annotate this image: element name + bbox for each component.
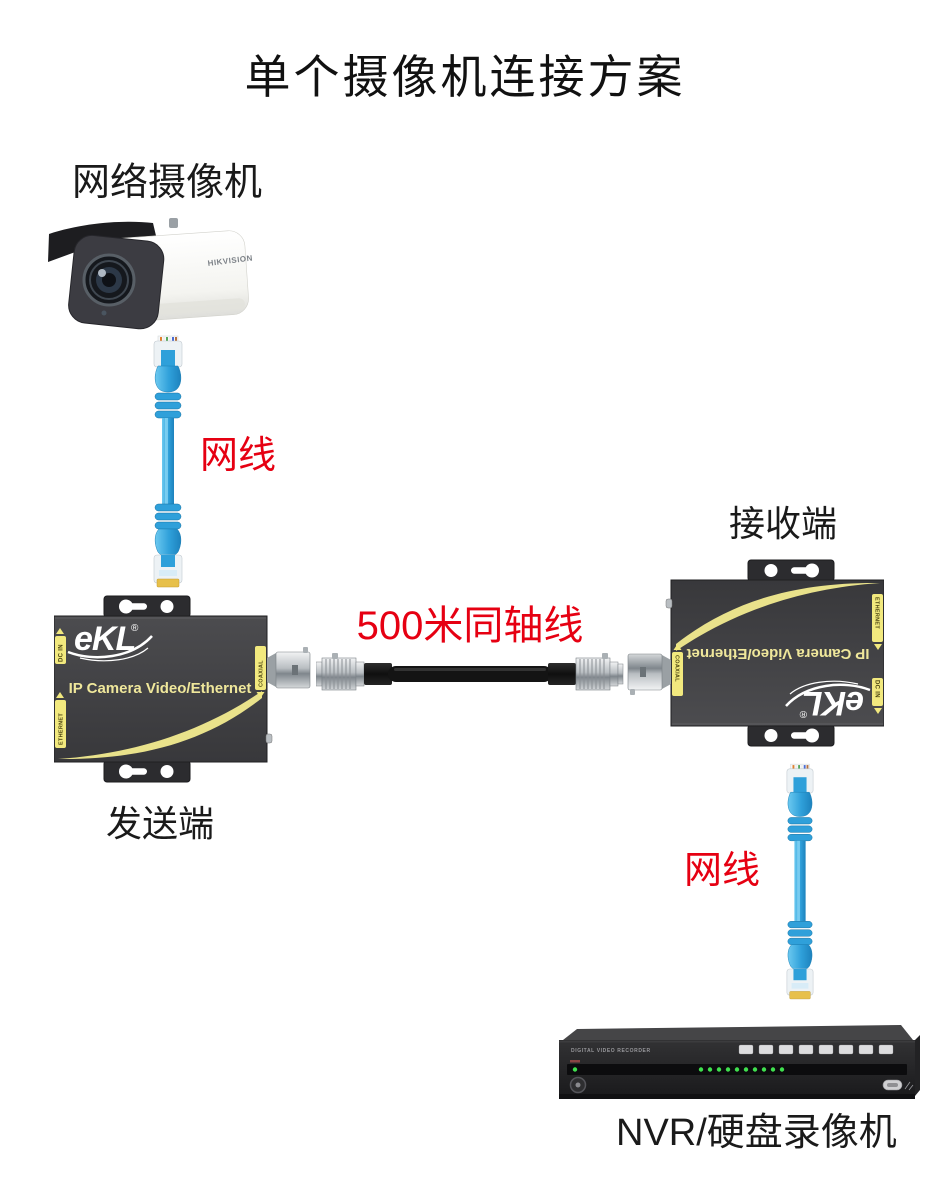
page-title: 单个摄像机连接方案 bbox=[244, 51, 686, 103]
grounding-screw bbox=[265, 733, 273, 744]
coaxial-port-label: COAXIAL bbox=[255, 646, 266, 698]
brand-logo: eKL ® bbox=[67, 620, 153, 662]
camera-mount-screw bbox=[169, 218, 178, 228]
nvr-image: DIGITAL VIDEO RECORDER bbox=[559, 1025, 920, 1099]
brand-logo-reg: ® bbox=[131, 623, 139, 634]
svg-text:ETHERNET: ETHERNET bbox=[874, 597, 880, 629]
strain-relief-right bbox=[548, 663, 576, 685]
chassis-swoosh bbox=[676, 582, 880, 651]
ethernet-port-label: ETHERNET bbox=[55, 692, 66, 748]
bnc-female-connector bbox=[267, 647, 311, 689]
receiver-caption: 接收端 bbox=[729, 503, 838, 544]
mount-tab-bottom bbox=[103, 760, 191, 783]
ethernet-cable-top-image bbox=[153, 335, 183, 588]
nvr-caption: NVR/硬盘录像机 bbox=[616, 1112, 897, 1154]
camera-lens-pupil bbox=[102, 273, 116, 287]
camera-ir-sensor bbox=[101, 310, 107, 316]
ethernet-port-label: ETHERNET bbox=[872, 594, 883, 650]
dc-in-port-label: DC IN bbox=[872, 678, 883, 714]
mount-tab-top bbox=[103, 595, 191, 618]
nvr-side-face bbox=[915, 1035, 920, 1096]
chassis-swoosh bbox=[58, 691, 262, 760]
svg-text:COAXIAL: COAXIAL bbox=[674, 655, 680, 682]
svg-text:DC IN: DC IN bbox=[59, 644, 65, 662]
coaxial-port-label: COAXIAL bbox=[672, 644, 683, 696]
bnc-male-right bbox=[575, 653, 624, 691]
nvr-usb-port bbox=[882, 1079, 914, 1091]
svg-text:DC IN: DC IN bbox=[874, 680, 880, 698]
nvr-panel-text: DIGITAL VIDEO RECORDER bbox=[571, 1048, 651, 1054]
coax-cable-label: 500米同轴线 bbox=[356, 604, 584, 648]
device-chassis bbox=[670, 579, 884, 727]
camera-label: 网络摄像机 bbox=[72, 162, 263, 204]
transmitter-image: eKL ® IP Camera Video/Ethernet DC IN ETH… bbox=[54, 595, 311, 783]
cable-bottom-label: 网线 bbox=[684, 850, 761, 892]
brand-logo: eKL ® bbox=[785, 680, 871, 722]
device-panel-text: IP Camera Video/Ethernet bbox=[69, 680, 252, 697]
bnc-male-left bbox=[316, 653, 365, 691]
grounding-screw bbox=[665, 598, 673, 609]
transmitter-caption: 发送端 bbox=[106, 803, 215, 844]
cable-top-label: 网线 bbox=[200, 435, 277, 477]
coax-cable-image bbox=[316, 653, 624, 691]
strain-relief-left bbox=[364, 663, 392, 685]
brand-logo-reg: ® bbox=[799, 708, 807, 719]
receiver-image: eKL ® IP Camera Video/Ethernet DC IN ETH… bbox=[627, 559, 884, 747]
camera-lens-ring bbox=[89, 260, 129, 300]
nvr-status-leds bbox=[572, 1067, 785, 1072]
ethernet-cable-bottom-image bbox=[786, 763, 814, 1000]
nvr-buttons bbox=[738, 1044, 894, 1055]
mount-tab-bottom bbox=[747, 559, 835, 582]
dc-in-port-label: DC IN bbox=[55, 628, 66, 664]
camera-lens-highlight bbox=[98, 269, 106, 277]
device-panel-text: IP Camera Video/Ethernet bbox=[687, 645, 870, 662]
bnc-female-connector bbox=[627, 653, 671, 695]
device-chassis bbox=[54, 615, 268, 763]
nvr-top-face bbox=[563, 1025, 913, 1040]
mount-tab-top bbox=[747, 724, 835, 747]
svg-text:COAXIAL: COAXIAL bbox=[259, 660, 265, 687]
ip-camera-image: HIKVISION bbox=[48, 218, 253, 330]
svg-text:ETHERNET: ETHERNET bbox=[59, 713, 65, 745]
